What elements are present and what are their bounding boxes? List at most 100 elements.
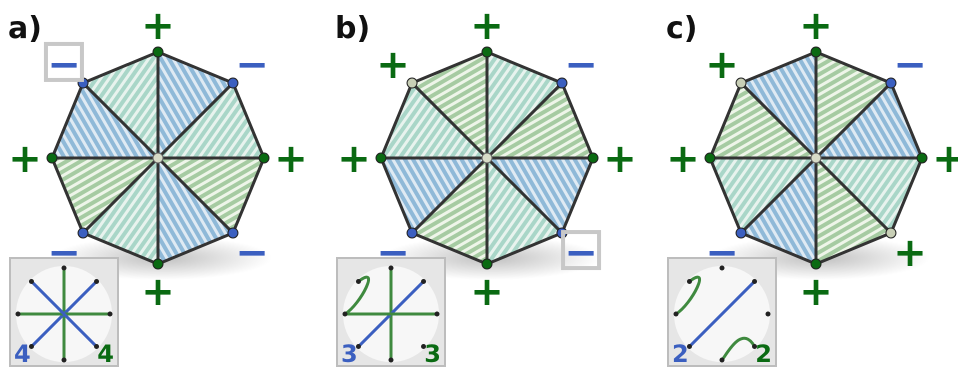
spoke — [410, 156, 489, 235]
inset-endpoint — [752, 278, 758, 284]
panel-label: c) — [666, 11, 698, 46]
inset-endpoint — [342, 311, 348, 317]
negative-count: 4 — [14, 340, 31, 367]
inset-endpoint — [355, 344, 361, 350]
vertex-dot — [152, 46, 164, 58]
plus-sign: + — [799, 269, 833, 315]
highlight-box — [43, 41, 84, 82]
plus-sign: + — [603, 136, 637, 182]
inset-curve — [675, 275, 702, 316]
spoke — [156, 81, 235, 160]
vertex-dot — [77, 227, 89, 239]
inset-endpoint — [752, 344, 758, 350]
plus-sign: + — [141, 269, 175, 315]
plus-sign: + — [470, 3, 504, 49]
plus-sign: + — [337, 136, 371, 182]
vertex-dot — [227, 227, 239, 239]
spoke — [81, 156, 160, 235]
inset-endpoint — [765, 311, 771, 317]
inset-endpoint — [61, 265, 67, 271]
inset-endpoint — [94, 278, 100, 284]
inset-endpoint — [673, 311, 679, 317]
inset-curve — [720, 336, 756, 361]
inset-endpoint — [388, 357, 394, 363]
spoke — [485, 81, 564, 160]
plus-sign: + — [799, 3, 833, 49]
spoke — [814, 81, 893, 160]
positive-count: 4 — [97, 340, 114, 367]
vertex-dot — [406, 77, 418, 89]
spoke — [739, 81, 818, 160]
inset-endpoint — [434, 311, 440, 317]
inset-endpoint — [107, 311, 113, 317]
plus-sign: + — [932, 136, 958, 182]
vertex-dot — [152, 258, 164, 270]
negative-count: 3 — [341, 340, 358, 367]
plus-sign: + — [666, 136, 700, 182]
vertex-dot — [704, 152, 716, 164]
inset-endpoint — [94, 344, 100, 350]
vertex-dot — [406, 227, 418, 239]
vertex-dot — [587, 152, 599, 164]
positive-count: 3 — [424, 340, 441, 367]
vertex-dot — [810, 46, 822, 58]
panel-label: a) — [8, 11, 42, 46]
inset-endpoint — [28, 344, 34, 350]
plus-sign: + — [893, 230, 927, 276]
vertex-dot — [556, 77, 568, 89]
vertex-dot — [227, 77, 239, 89]
vertex-dot — [885, 77, 897, 89]
minus-sign: − — [235, 42, 269, 88]
vertex-dot — [916, 152, 928, 164]
positive-count: 2 — [755, 340, 772, 367]
spoke — [739, 156, 818, 235]
inset-endpoint — [355, 278, 361, 284]
highlight-box — [561, 230, 602, 271]
negative-count: 2 — [672, 340, 689, 367]
inset-curve — [688, 280, 756, 348]
plus-sign: + — [470, 269, 504, 315]
plus-sign: + — [705, 42, 739, 88]
vertex-dot — [258, 152, 270, 164]
panel-label: b) — [335, 11, 370, 46]
center-vertex — [810, 152, 822, 164]
vertex-dot — [481, 46, 493, 58]
minus-sign: − — [893, 42, 927, 88]
plus-sign: + — [376, 42, 410, 88]
inset-endpoint — [421, 344, 427, 350]
spoke — [814, 156, 893, 235]
inset-endpoint — [686, 278, 692, 284]
inset-endpoint — [421, 278, 427, 284]
vertex-dot — [481, 258, 493, 270]
minus-sign: − — [235, 230, 269, 276]
vertex-dot — [885, 227, 897, 239]
inset-curve — [30, 280, 98, 348]
spoke — [81, 81, 160, 160]
plus-sign: + — [274, 136, 308, 182]
plus-sign: + — [141, 3, 175, 49]
center-vertex — [481, 152, 493, 164]
minus-sign: − — [564, 42, 598, 88]
inset-endpoint — [719, 357, 725, 363]
vertex-dot — [375, 152, 387, 164]
vertex-dot — [810, 258, 822, 270]
vertex-dot — [735, 227, 747, 239]
spoke — [410, 81, 489, 160]
inset-curve — [344, 275, 371, 316]
inset-endpoint — [719, 265, 725, 271]
inset-endpoint — [28, 278, 34, 284]
inset-endpoint — [686, 344, 692, 350]
inset-endpoint — [61, 357, 67, 363]
spoke — [485, 156, 564, 235]
inset-endpoint — [15, 311, 21, 317]
center-vertex — [152, 152, 164, 164]
vertex-dot — [46, 152, 58, 164]
plus-sign: + — [8, 136, 42, 182]
spoke — [156, 156, 235, 235]
inset-endpoint — [388, 265, 394, 271]
vertex-dot — [735, 77, 747, 89]
